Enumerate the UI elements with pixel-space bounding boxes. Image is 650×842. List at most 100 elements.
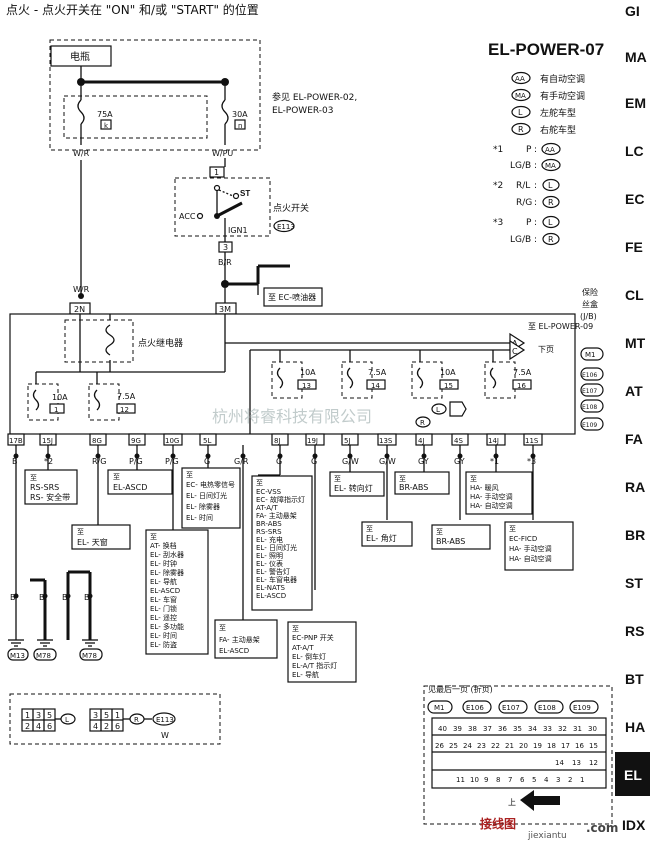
note1-mark-text: *1 [493,145,503,155]
legend-r-symbol [511,122,531,136]
side-tab-idx[interactable]: IDX [622,817,646,833]
ign-pin-1 [209,166,225,178]
wire-wpu: W/PU [212,149,233,158]
side-tab-bt[interactable]: BT [625,671,644,687]
side-tab-lc[interactable]: LC [625,143,644,159]
svg-text:10A: 10A [300,368,316,377]
svg-text:EL- 门锁: EL- 门锁 [150,604,177,613]
svg-text:EL-ASCD: EL-ASCD [150,587,180,595]
svg-text:EL- 仪表: EL- 仪表 [256,559,283,568]
svg-text:BR-ABS: BR-ABS [399,483,428,492]
svg-text:9: 9 [484,776,488,784]
svg-text:17B: 17B [9,437,23,445]
svg-text:EL- 充电: EL- 充电 [256,535,283,544]
node-r: R [420,419,425,427]
jb-fuses: 10A 1 7.5A 12 10A 13 7.5A 14 10A 15 7.5A… [27,350,532,421]
note2-code2: R [548,198,554,207]
svg-text:5L: 5L [203,437,211,445]
side-tab-br[interactable]: BR [625,527,645,543]
svg-text:3: 3 [93,711,98,720]
ignition-switch-box [174,177,271,237]
svg-text:6: 6 [520,776,525,784]
svg-text:至: 至 [470,475,477,483]
svg-text:7.5A: 7.5A [513,368,532,377]
footer-logo: 接线图 jiexiantu .com [480,816,618,841]
svg-text:EL- 导航: EL- 导航 [292,670,319,679]
side-tab-rs[interactable]: RS [625,623,644,639]
fusible-link-box [49,39,261,151]
fuse-30a: 30A n [221,99,248,130]
svg-text:EL-A/T 指示灯: EL-A/T 指示灯 [292,661,337,670]
svg-text:3M: 3M [219,305,231,314]
side-tab-ha[interactable]: HA [625,719,645,735]
side-tab-fa[interactable]: FA [625,431,643,447]
svg-text:1: 1 [580,776,584,784]
fuse-30a-id: n [238,122,242,130]
svg-text:G: G [311,457,317,466]
note1-wire1: P [526,145,532,155]
svg-text:18: 18 [547,742,556,750]
side-tab-ma[interactable]: MA [625,49,647,65]
jb-label-1: 保险 [582,287,598,297]
connector-face-grid: 40 39 38 37 36 35 34 33 32 31 30 26 25 2… [431,717,607,789]
note3-code1: L [548,218,553,227]
svg-text:2N: 2N [74,305,85,314]
svg-text:B: B [84,593,90,602]
svg-text:5: 5 [47,711,52,720]
svg-text:E107: E107 [502,704,520,712]
svg-text:AT-A/T: AT-A/T [256,504,278,512]
fuse-30a-amp: 30A [232,110,248,119]
side-tab-mt[interactable]: MT [625,335,646,351]
svg-text:*3: *3 [527,457,536,466]
svg-text:EL- 时间: EL- 时间 [150,631,177,640]
jb-connectors: M1 E106 E107 E108 E109 [580,347,604,431]
svg-text:15: 15 [589,742,598,750]
side-tab-ra[interactable]: RA [625,479,645,495]
svg-text:23: 23 [477,742,486,750]
side-tab-gi[interactable]: GI [625,3,640,19]
svg-text::: : [534,218,537,228]
svg-text:FA- 主动悬架: FA- 主动悬架 [219,635,260,644]
wire-br: B/R [218,258,232,267]
svg-text:L: L [65,716,69,724]
svg-text:4: 4 [544,776,549,784]
svg-text:EL- 多功能: EL- 多功能 [150,622,184,631]
svg-text:HA- 暖风: HA- 暖风 [470,484,499,492]
svg-text:11S: 11S [525,437,539,445]
svg-text:至: 至 [509,525,516,533]
svg-text:M1: M1 [434,704,445,712]
side-tab-ec[interactable]: EC [625,191,644,207]
svg-text:EL- 倒车灯: EL- 倒车灯 [292,652,326,661]
svg-text:EC-VSS: EC-VSS [256,488,282,496]
svg-text:10A: 10A [440,368,456,377]
svg-text:22: 22 [491,742,500,750]
svg-text:4: 4 [36,722,41,731]
svg-text:EC-FICD: EC-FICD [509,535,537,543]
page-title: 点火 - 点火开关在 "ON" 和/或 "START" 的位置 [6,2,259,17]
svg-text:G/W: G/W [342,457,359,466]
svg-text:B: B [10,593,16,602]
side-tab-at[interactable]: AT [625,383,643,399]
svg-text:R/G: R/G [92,457,106,466]
svg-text:EL-ASCD: EL-ASCD [113,483,147,492]
svg-text:W: W [161,731,169,740]
side-tab-st[interactable]: ST [625,575,643,591]
svg-text:EL- 刮水器: EL- 刮水器 [150,550,184,559]
svg-text:AT-A/T: AT-A/T [292,644,314,652]
svg-text:3: 3 [223,243,228,252]
svg-text:10G: 10G [165,437,179,445]
svg-text:AT- 换档: AT- 换档 [150,541,177,550]
side-tab-fe[interactable]: FE [625,239,643,255]
side-tab-cl[interactable]: CL [625,287,644,303]
side-tab-el-highlight [615,752,650,796]
svg-text::: : [534,235,537,245]
svg-text:至: 至 [399,475,406,483]
side-tab-el[interactable]: EL [624,767,642,783]
side-tab-em[interactable]: EM [625,95,646,111]
wire-wr-mid: W/R [73,285,90,294]
ec-relay-box [263,287,323,307]
svg-text:上: 上 [508,798,516,807]
svg-text:1: 1 [115,711,120,720]
svg-text:至: 至 [113,473,120,481]
